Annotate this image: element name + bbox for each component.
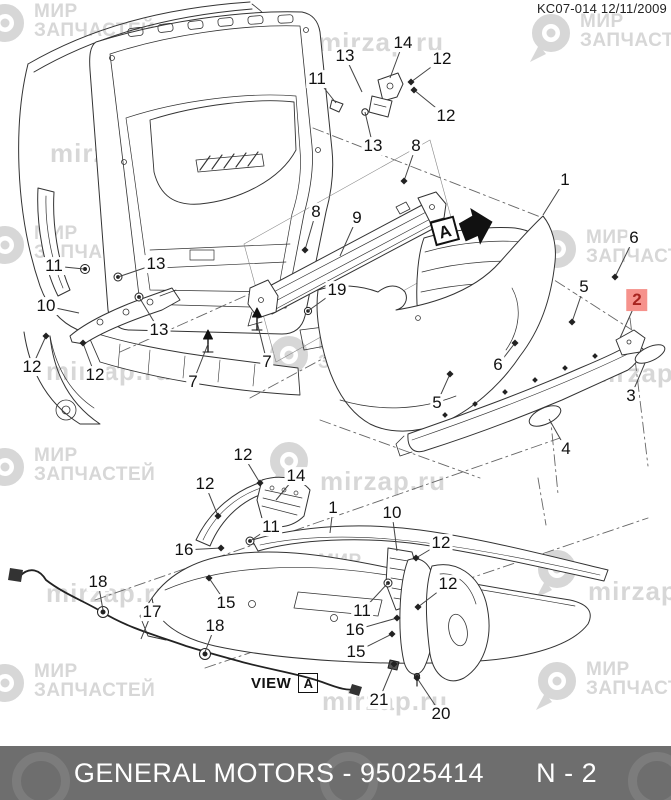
callout-13[interactable]: 13	[361, 136, 385, 156]
map-pin-gear-icon	[0, 448, 24, 486]
callout-19[interactable]: 19	[325, 280, 349, 300]
callout-9[interactable]: 9	[350, 208, 364, 228]
callout-6[interactable]: 6	[491, 355, 505, 375]
callout-1[interactable]: 1	[558, 170, 572, 190]
callout-21[interactable]: 21	[367, 690, 391, 710]
callout-7[interactable]: 7	[260, 352, 274, 372]
callout-18[interactable]: 18	[86, 572, 110, 592]
callout-11[interactable]: 11	[306, 69, 328, 89]
footer-brand-partnumber: GENERAL MOTORS - 95025414	[73, 757, 485, 788]
map-pin-gear-icon	[0, 664, 24, 702]
view-letter-box: A	[298, 673, 319, 693]
callout-12[interactable]: 12	[429, 533, 453, 553]
bumper-cover-upper	[316, 215, 556, 432]
callout-5[interactable]: 5	[430, 393, 444, 413]
callout-12[interactable]: 12	[20, 357, 44, 377]
map-pin-gear-icon	[0, 4, 24, 42]
callout-7[interactable]: 7	[186, 372, 200, 392]
map-pin-gear-icon	[0, 226, 24, 264]
callout-11[interactable]: 11	[43, 256, 65, 276]
harness-connector	[349, 684, 362, 696]
view-text: VIEW	[251, 674, 292, 692]
reflector-3	[634, 344, 666, 364]
callout-4[interactable]: 4	[559, 439, 573, 459]
latch-bracket-group	[329, 72, 404, 118]
callout-12[interactable]: 12	[434, 106, 458, 126]
callout-10[interactable]: 10	[380, 503, 404, 523]
callout-12[interactable]: 12	[231, 445, 255, 465]
direction-arrow-icon	[458, 208, 493, 245]
callout-14[interactable]: 14	[391, 33, 415, 53]
callout-12[interactable]: 12	[193, 474, 217, 494]
callout-16[interactable]: 16	[343, 620, 367, 640]
callout-3[interactable]: 3	[624, 386, 638, 406]
footer-bar: GENERAL MOTORS - 95025414 N - 2	[0, 746, 671, 800]
wiring-harness	[8, 568, 362, 696]
callout-10[interactable]: 10	[34, 296, 58, 316]
callout-8[interactable]: 8	[409, 136, 423, 156]
callout-18[interactable]: 18	[203, 616, 227, 636]
callout-12[interactable]: 12	[83, 365, 107, 385]
callout-12[interactable]: 12	[430, 49, 454, 69]
callout-13[interactable]: 13	[333, 46, 357, 66]
reflector-4	[528, 405, 562, 427]
callout-13[interactable]: 13	[147, 320, 171, 340]
direction-letter: A	[437, 221, 454, 243]
view-direction-indicator: A	[429, 208, 493, 247]
impact-bar	[247, 191, 447, 327]
callout-8[interactable]: 8	[309, 202, 323, 222]
watermark-url: mirzap.ru	[320, 466, 447, 496]
callout-14[interactable]: 14	[284, 466, 308, 486]
map-pin-gear-icon	[530, 14, 570, 62]
callout-6[interactable]: 6	[627, 228, 641, 248]
harness-connector	[8, 568, 23, 582]
callout-11[interactable]: 11	[351, 601, 373, 621]
callout-20[interactable]: 20	[429, 704, 453, 724]
callout-13[interactable]: 13	[144, 254, 168, 274]
footer-watermark-ring	[628, 752, 671, 800]
callout-2-highlighted[interactable]: 2	[626, 289, 648, 311]
callout-16[interactable]: 16	[172, 540, 196, 560]
callout-17[interactable]: 17	[140, 602, 164, 622]
footer-page-ref: N - 2	[536, 757, 598, 788]
callout-15[interactable]: 15	[214, 593, 238, 613]
callout-11[interactable]: 11	[260, 517, 282, 537]
callout-15[interactable]: 15	[344, 642, 368, 662]
callout-1[interactable]: 1	[326, 498, 340, 518]
bumper-rail-lower	[251, 525, 609, 582]
footer-watermark-ring	[320, 752, 378, 800]
document-code: KC07-014 12/11/2009	[536, 1, 667, 16]
callout-12[interactable]: 12	[436, 574, 460, 594]
callout-5[interactable]: 5	[577, 277, 591, 297]
view-label: VIEW A	[251, 673, 319, 693]
footer-watermark-ring	[12, 752, 70, 800]
map-pin-gear-icon	[536, 662, 576, 710]
